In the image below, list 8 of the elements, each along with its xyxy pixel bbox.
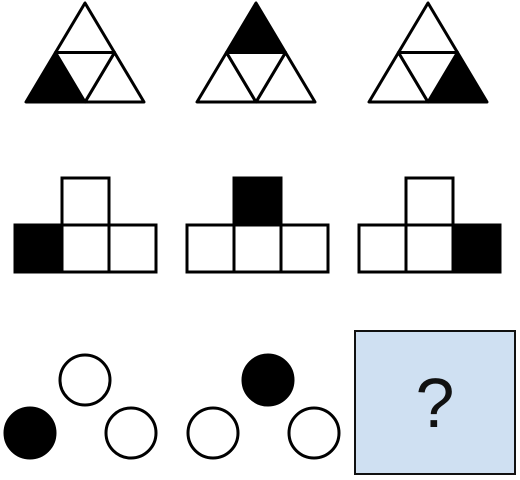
segmented-triangle-drawing [194,0,318,105]
segmented-triangle-drawing [366,0,490,105]
question-mark: ? [416,368,454,438]
square-cluster-drawing [185,176,330,274]
segmented-triangle-drawing [23,0,147,105]
square-cluster-drawing [357,176,502,274]
square-cluster-drawing [13,176,158,274]
answer-panel [354,330,516,475]
